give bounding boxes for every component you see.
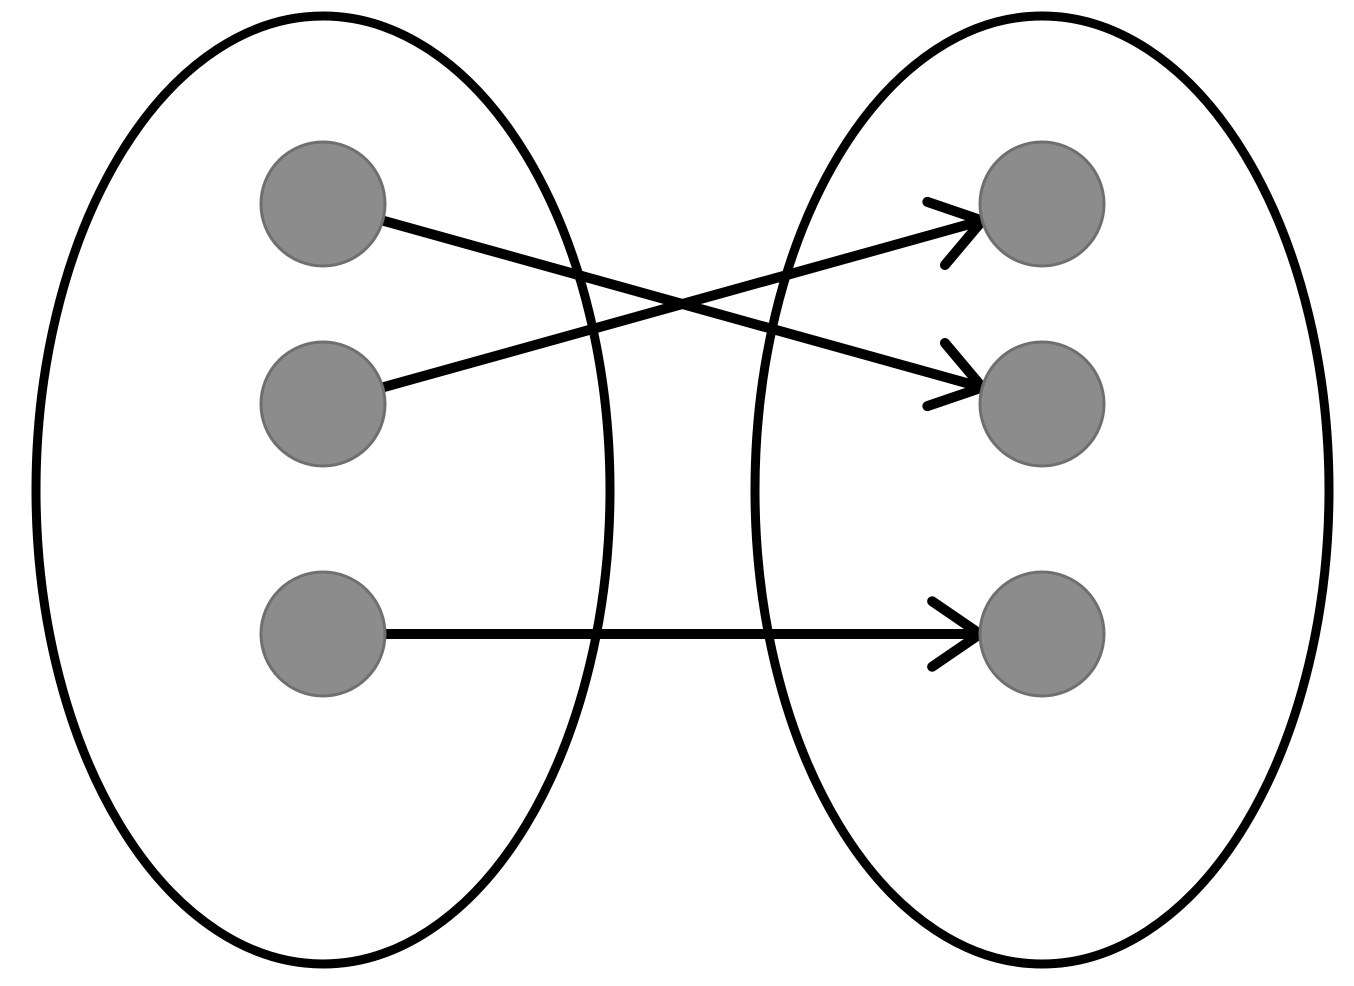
- codomain-set-oval: [750, 11, 1334, 969]
- set-element-node-b2: [978, 340, 1106, 468]
- set-element-node-a2: [259, 340, 387, 468]
- set-element-node-a1: [259, 140, 387, 268]
- arrow-shaft: [381, 215, 984, 393]
- set-element-node-b1: [978, 140, 1106, 268]
- sets-layer: [31, 11, 1334, 969]
- set-element-node-b3: [978, 570, 1106, 698]
- domain-set-oval: [31, 11, 615, 969]
- arrows-layer: [381, 196, 988, 672]
- mapping-arrow-a3-to-b3: [385, 596, 985, 672]
- set-element-node-a3: [259, 570, 387, 698]
- nodes-layer: [259, 140, 1106, 698]
